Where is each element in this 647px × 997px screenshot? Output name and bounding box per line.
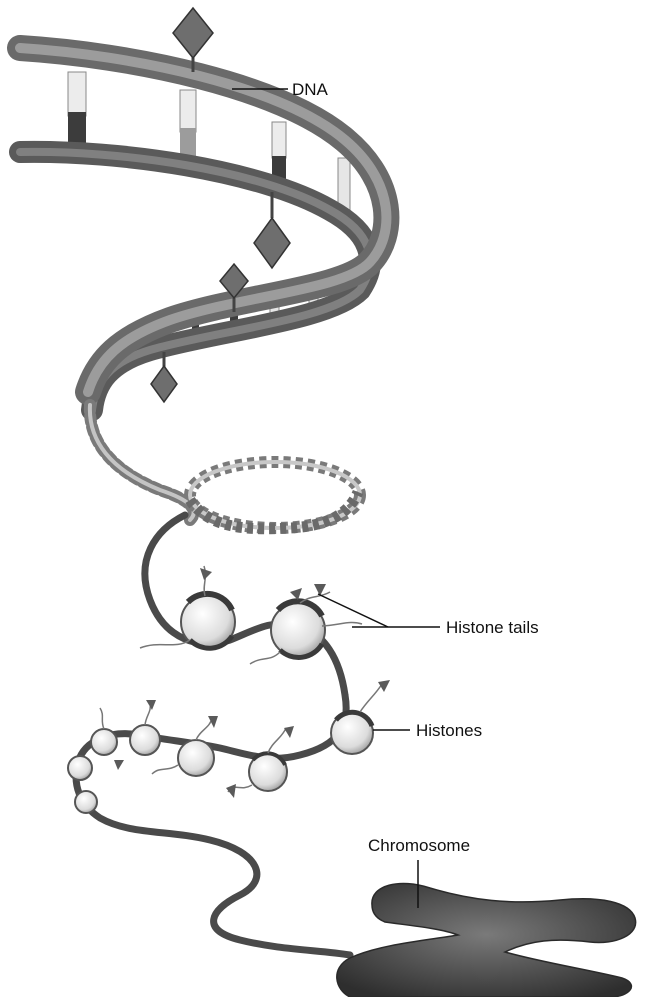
nucleosome bbox=[249, 753, 287, 791]
linker-dna bbox=[76, 515, 350, 955]
dna-label: DNA bbox=[292, 80, 329, 99]
nucleosome bbox=[178, 740, 214, 776]
chromosome-label: Chromosome bbox=[368, 836, 470, 855]
chromosome-shape bbox=[337, 883, 636, 997]
nucleosome bbox=[271, 601, 325, 657]
methyl-marker bbox=[254, 192, 290, 268]
base-pair bbox=[180, 90, 196, 158]
chromatin-fiber bbox=[68, 515, 390, 955]
dna-double-helix bbox=[20, 8, 386, 410]
histones-label: Histones bbox=[416, 721, 482, 740]
coiled-dna bbox=[90, 405, 360, 529]
nucleosome bbox=[91, 729, 117, 755]
nucleosome bbox=[130, 725, 160, 755]
nucleosome bbox=[68, 756, 92, 780]
nucleosome bbox=[75, 791, 97, 813]
base-pair bbox=[68, 72, 86, 150]
histone-tails-label: Histone tails bbox=[446, 618, 539, 637]
nucleosome bbox=[331, 712, 373, 754]
